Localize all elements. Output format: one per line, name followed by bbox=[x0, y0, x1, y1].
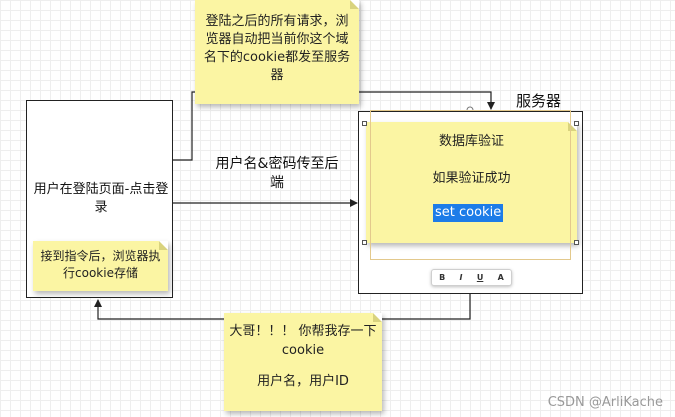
resize-handle-top-left[interactable] bbox=[362, 121, 367, 126]
cookie-storage-note[interactable]: 接到指令后，浏览器执行cookie存储 bbox=[33, 241, 168, 291]
resize-handle-bottom-left[interactable] bbox=[362, 240, 367, 245]
watermark: CSDN @ArliKache bbox=[547, 395, 663, 410]
requests-arrow bbox=[173, 91, 495, 161]
resize-handle-top-right[interactable] bbox=[574, 121, 579, 126]
resize-handle-bottom-right[interactable] bbox=[574, 240, 579, 245]
underline-button[interactable]: U bbox=[476, 273, 484, 282]
login-edge-label: 用户名&密码传至后端 bbox=[215, 156, 339, 191]
selection-frame bbox=[370, 110, 571, 260]
server-process-note[interactable] bbox=[366, 122, 577, 243]
subsequent-requests-note[interactable]: 登陆之后的所有请求，浏览器自动把当前你这个域名下的cookie都发至服务器 bbox=[195, 0, 359, 104]
italic-button[interactable]: I bbox=[459, 273, 463, 282]
set-cookie-selected-text[interactable]: set cookie bbox=[433, 204, 504, 222]
font-color-button[interactable]: A bbox=[497, 273, 504, 282]
client-label: 用户在登陆页面-点击登录 bbox=[33, 182, 169, 215]
verify-success-text: 如果验证成功 bbox=[432, 171, 511, 186]
response-cookie-note[interactable]: 大哥！！！ 你帮我存一下cookie 用户名，用户ID bbox=[224, 313, 382, 411]
subsequent-requests-note-text: 登陆之后的所有请求，浏览器自动把当前你这个域名下的cookie都发至服务器 bbox=[203, 14, 351, 83]
db-check-text: 数据库验证 bbox=[438, 134, 504, 149]
response-cookie-note-line1: 大哥！！！ 你帮我存一下cookie bbox=[229, 324, 377, 358]
bold-button[interactable]: B bbox=[439, 273, 446, 282]
response-cookie-note-line2: 用户名，用户ID bbox=[257, 374, 349, 389]
text-format-toolbar: B I U A bbox=[431, 269, 512, 286]
server-label: 服务器 bbox=[516, 92, 562, 110]
cookie-storage-note-text: 接到指令后，浏览器执行cookie存储 bbox=[40, 249, 161, 280]
